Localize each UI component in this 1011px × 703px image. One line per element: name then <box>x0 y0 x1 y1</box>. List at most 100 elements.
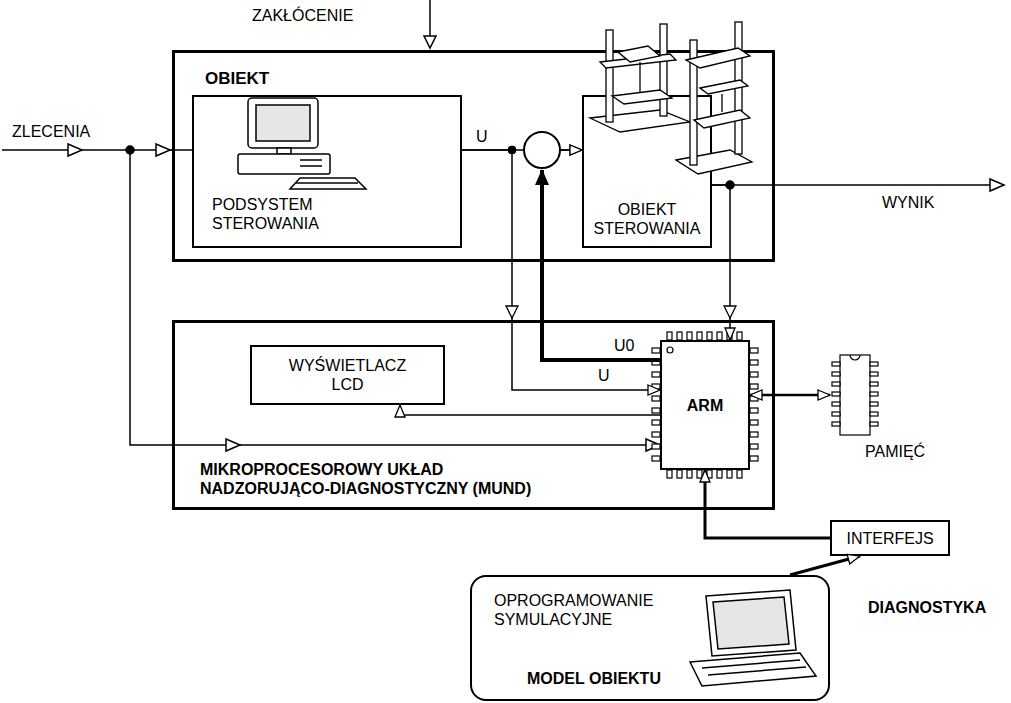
disturbance-arrow <box>424 36 436 48</box>
node-text: WYŚWIETLACZ LCD <box>278 356 418 394</box>
signal-connector <box>790 556 860 575</box>
memory-chip-body <box>832 382 840 386</box>
chip-pins <box>750 348 758 353</box>
computer-icon <box>300 165 322 167</box>
signal-name: U <box>474 127 490 146</box>
connector-line <box>400 405 660 415</box>
chip-pins <box>652 420 660 425</box>
node-text: OBIEKT <box>205 69 269 88</box>
label-holder: U <box>474 127 490 146</box>
chip-pins <box>750 456 758 461</box>
node-text: ARM <box>687 396 723 415</box>
chip-pins <box>652 432 660 437</box>
signal-connector <box>542 150 660 360</box>
order-wire <box>126 146 134 154</box>
label-holder: ZAKŁÓCENIE <box>250 6 355 25</box>
chip-pins <box>707 470 712 478</box>
machine-illustration <box>639 62 640 95</box>
interface-box: INTERFEJS <box>830 520 950 556</box>
chip-pins <box>697 470 702 478</box>
memory-chip-body <box>832 392 840 396</box>
laptop-icon <box>690 653 816 686</box>
chip-pins <box>687 470 692 478</box>
memory-chip-body <box>832 412 840 416</box>
memory-chip-body <box>870 372 878 376</box>
label-holder: U <box>596 366 612 385</box>
laptop-icon <box>708 667 806 675</box>
computer-icon <box>296 182 358 184</box>
chip-pins <box>707 332 712 340</box>
chip-pins <box>750 360 758 365</box>
order-wire <box>226 439 240 451</box>
chip-pins <box>652 444 660 449</box>
chip-pins <box>652 408 660 413</box>
memory-chip-body <box>832 362 840 366</box>
signal-connector <box>400 405 660 415</box>
laptop-icon <box>690 590 816 686</box>
chip-pins <box>750 420 758 425</box>
display-box: WYŚWIETLACZ LCD <box>250 345 445 405</box>
machine-illustration <box>606 30 613 122</box>
memory-chip-body <box>840 355 870 435</box>
computer-icon <box>238 154 330 174</box>
chip-pins <box>750 372 758 377</box>
laptop-icon <box>706 590 796 656</box>
chip-pins <box>750 408 758 413</box>
connector-line <box>790 556 860 575</box>
memory-chip-body <box>850 355 860 360</box>
disturbance-arrow <box>429 0 431 37</box>
chip-pins <box>750 432 758 437</box>
text-holder: OPROGRAMOWANIE SYMULACYJNE <box>494 591 679 629</box>
connector-line <box>462 150 660 390</box>
chip-pins <box>750 384 758 389</box>
computer-icon <box>300 159 322 161</box>
connector-line <box>506 306 518 318</box>
label-holder: U0 <box>612 336 636 355</box>
order-wire <box>68 144 82 156</box>
order-wire <box>156 144 170 156</box>
node-text: OBIEKT STEROWANIA <box>592 200 702 238</box>
text-holder: MODEL OBIEKTU <box>527 669 661 688</box>
machine-illustration <box>694 110 750 128</box>
chip-pins <box>737 470 742 478</box>
text-holder: PAMIĘĆ <box>865 442 925 461</box>
chip-pins <box>652 372 660 377</box>
output-wire <box>712 179 1004 191</box>
signal-connector <box>705 470 830 538</box>
signal-label: ZLECENIA <box>10 122 92 141</box>
chip-pins <box>687 332 692 340</box>
summing-junction <box>524 132 560 168</box>
chip-pins <box>737 332 742 340</box>
memory-chip-body <box>870 402 878 406</box>
text-holder: OBIEKT <box>205 69 269 88</box>
machine-illustration <box>618 46 660 62</box>
region-outline <box>125 285 1008 703</box>
laptop-icon <box>702 660 800 668</box>
text-holder: PODSYSTEM STEROWANIA <box>212 195 352 233</box>
signal-connector <box>462 150 660 390</box>
chip-pins <box>717 332 722 340</box>
chip-pins <box>667 470 672 478</box>
signal-connector <box>712 185 736 340</box>
signal-name: U <box>596 366 612 385</box>
order-wire <box>2 144 660 451</box>
machine-illustration <box>612 90 672 104</box>
chip-pins <box>652 384 660 389</box>
output-wire <box>990 179 1004 191</box>
chip-pins <box>652 348 660 353</box>
memory-chip-body <box>832 402 840 406</box>
connector-line <box>560 149 582 151</box>
chip-pins <box>697 332 702 340</box>
machine-illustration <box>590 22 752 174</box>
memory-chip-body <box>832 422 840 426</box>
chip-pins <box>677 332 682 340</box>
node-text: OPROGRAMOWANIE SYMULACYJNE <box>494 591 679 629</box>
memory-chip-body <box>870 362 878 366</box>
signal-connector <box>750 395 830 396</box>
node-text: PAMIĘĆ <box>865 442 925 461</box>
chip-pins <box>727 470 732 478</box>
chip-pins <box>750 396 758 401</box>
memory-chip-body <box>870 422 878 426</box>
order-wire <box>130 150 660 445</box>
